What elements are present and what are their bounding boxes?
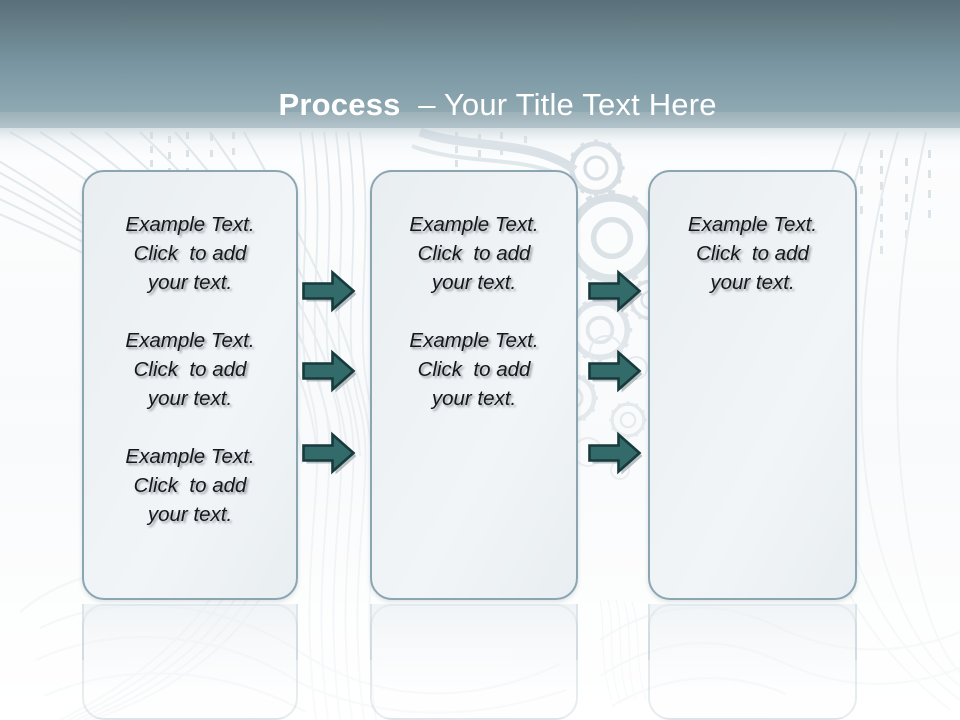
arrow-right-icon-2-3[interactable] — [588, 431, 643, 475]
process-box-2-paragraph-1[interactable]: Example Text. Click to add your text. — [409, 213, 539, 294]
process-box-3-paragraph-1[interactable]: Example Text. Click to add your text. — [687, 213, 818, 294]
header-fade-overlay — [0, 112, 960, 158]
reflection-box-3 — [648, 604, 857, 720]
arrow-right-icon-2-1[interactable] — [588, 269, 643, 313]
arrow-right-icon-1-2[interactable] — [302, 349, 357, 393]
slide-header-band — [0, 0, 960, 128]
process-box-3-content: Example Text. Click to add your text. — [650, 172, 855, 598]
reflection-box-2 — [370, 604, 578, 720]
arrow-right-icon-1-3[interactable] — [302, 431, 357, 475]
page-title-bold: Process — [278, 87, 401, 122]
arrow-right-icon-2-2[interactable] — [588, 349, 643, 393]
process-box-2-paragraph-2[interactable]: Example Text. Click to add your text. — [409, 329, 539, 410]
process-box-1-paragraph-1[interactable]: Example Text. Click to add your text. — [125, 213, 255, 294]
process-box-2[interactable]: Example Text. Click to add your text. Ex… — [370, 170, 578, 600]
page-title-rest: – Your Title Text Here — [400, 87, 717, 122]
arrow-right-icon-1-1[interactable] — [302, 269, 357, 313]
process-box-2-content: Example Text. Click to add your text. Ex… — [372, 172, 576, 598]
process-box-1-content: Example Text. Click to add your text. Ex… — [84, 172, 296, 598]
reflection-box-1 — [82, 604, 298, 720]
process-box-1-paragraph-3[interactable]: Example Text. Click to add your text. — [125, 445, 255, 526]
process-box-3[interactable]: Example Text. Click to add your text. — [648, 170, 857, 600]
process-box-1-paragraph-2[interactable]: Example Text. Click to add your text. — [125, 329, 255, 410]
process-box-1[interactable]: Example Text. Click to add your text. Ex… — [82, 170, 298, 600]
page-title: Process – Your Title Text Here — [0, 48, 960, 162]
